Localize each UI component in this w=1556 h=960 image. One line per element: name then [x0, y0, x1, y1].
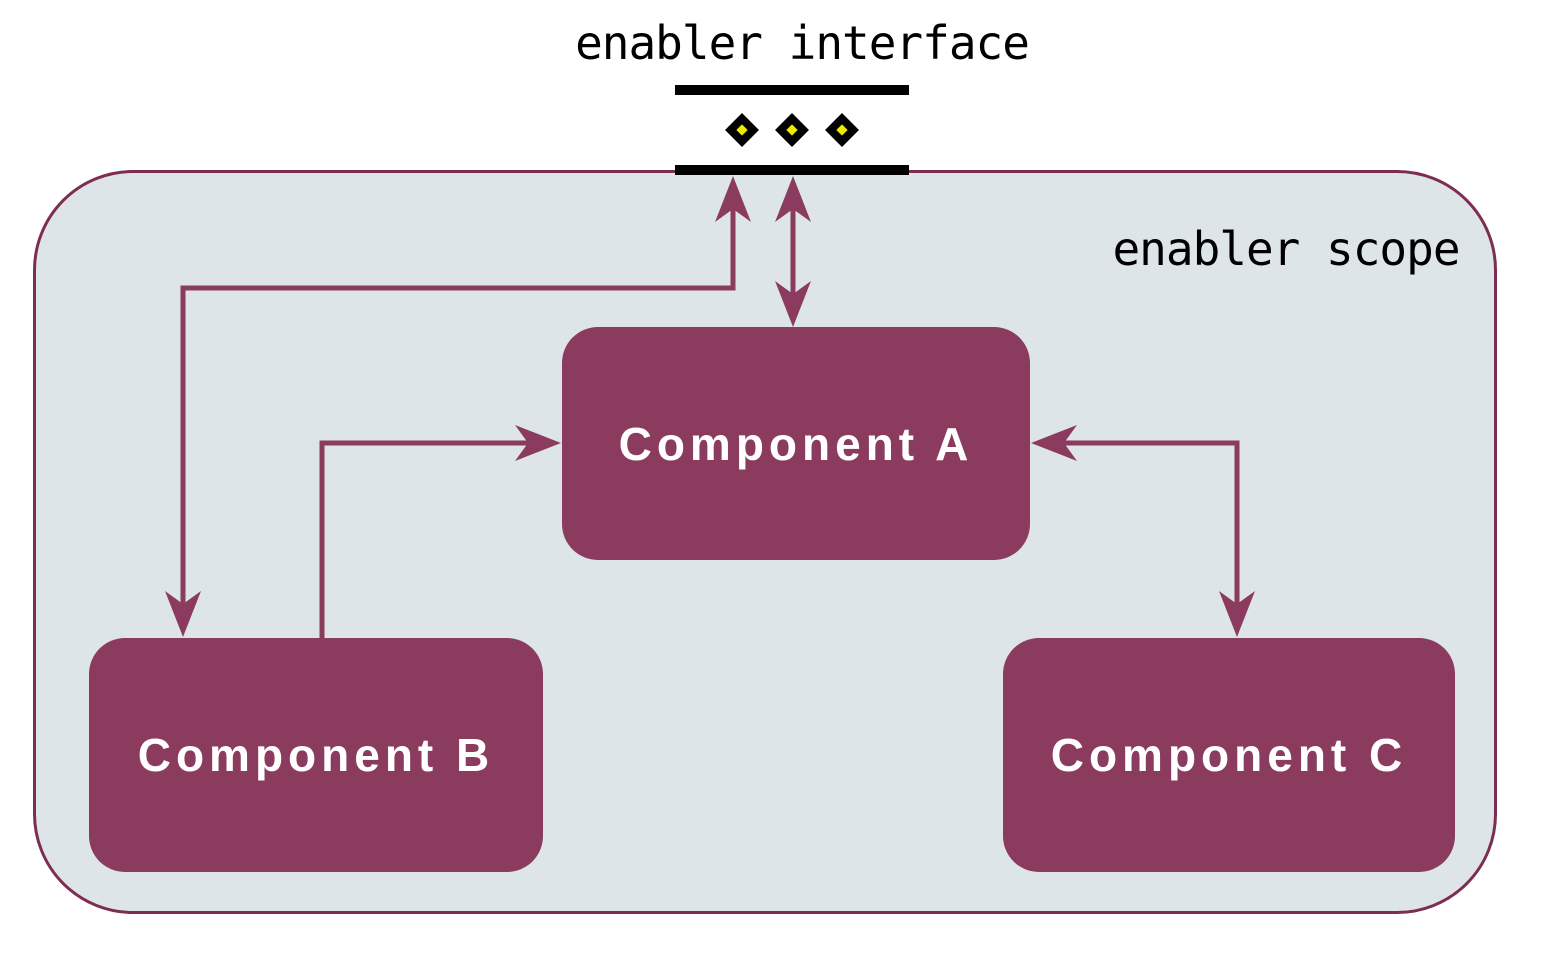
arrow-component-b-to-a	[319, 425, 561, 639]
interface-bottom-bar	[675, 165, 909, 175]
interface-top-bar	[675, 85, 909, 95]
component-c-box: Component C	[1003, 638, 1455, 872]
component-a-label: Component A	[618, 417, 974, 470]
diamond-center-dot	[836, 124, 848, 136]
diamond-center-dot	[736, 124, 748, 136]
arrow-component-a-component-c	[1031, 425, 1255, 637]
interface-diamond-icon	[825, 113, 859, 147]
interface-diamond-icon	[775, 113, 809, 147]
component-c-label: Component C	[1050, 729, 1408, 781]
arrow-interface-component-b	[165, 176, 751, 637]
component-b-label: Component B	[137, 729, 495, 781]
component-b-box: Component B	[89, 638, 543, 872]
enabler-scope-label: enabler scope	[1112, 222, 1460, 276]
diamond-center-dot	[786, 124, 798, 136]
enabler-interface-label: enabler interface	[575, 16, 1030, 70]
interface-diamond-icon	[725, 113, 759, 147]
arrow-interface-component-a	[775, 176, 811, 327]
component-a-box: Component A	[562, 327, 1030, 560]
